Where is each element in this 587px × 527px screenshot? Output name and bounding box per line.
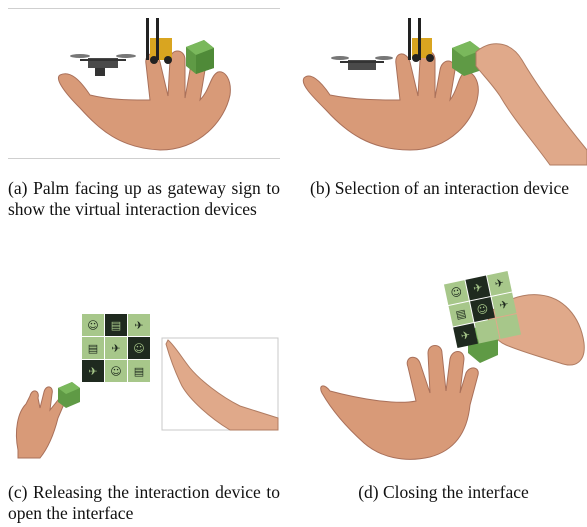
forklift-icon — [146, 18, 172, 64]
tile-monkey-icon[interactable]: ☺ — [82, 314, 104, 336]
selection-illustration — [302, 18, 587, 166]
release-illustration — [15, 337, 279, 459]
tile-monkey-icon[interactable]: ☺ — [105, 360, 127, 382]
panel-c: ☺ ▤ ✈ ▤ ✈ ☺ ✈ ☺ ▤ — [0, 300, 285, 465]
tile-drone-icon[interactable]: ✈ — [453, 323, 479, 349]
tile-drone-icon[interactable]: ✈ — [82, 360, 104, 382]
green-cube-icon — [186, 40, 214, 74]
tile-blank[interactable] — [474, 318, 500, 344]
drone-icon — [331, 56, 393, 70]
caption-c: (c) Releasing the interaction device to … — [8, 482, 280, 523]
panel-d: ☺ ✈ ✈ ▤ ☺ ✈ ✈ — [300, 265, 587, 465]
tile-drone-icon[interactable]: ✈ — [128, 314, 150, 336]
panel-a — [0, 0, 285, 165]
tile-document-icon[interactable]: ▤ — [128, 360, 150, 382]
tile-monkey-icon[interactable]: ☺ — [128, 337, 150, 359]
caption-b: (b) Selection of an interaction device — [310, 178, 569, 198]
palm-up-illustration — [57, 18, 231, 151]
interface-tile-grid: ☺ ✈ ✈ ▤ ☺ ✈ ✈ — [443, 270, 522, 349]
tile-blank[interactable] — [496, 313, 522, 339]
tile-drone-icon[interactable]: ✈ — [105, 337, 127, 359]
top-rule — [8, 8, 280, 9]
tile-document-icon[interactable]: ▤ — [105, 314, 127, 336]
forklift-icon — [408, 18, 434, 62]
caption-a: (a) Palm facing up as gateway sign to sh… — [8, 178, 280, 219]
caption-d: (d) Closing the interface — [358, 482, 529, 502]
interface-tile-grid: ☺ ▤ ✈ ▤ ✈ ☺ ✈ ☺ ▤ — [82, 314, 150, 382]
panel-b — [300, 0, 587, 166]
tile-document-icon[interactable]: ▤ — [82, 337, 104, 359]
bottom-rule — [8, 158, 280, 159]
green-cube-icon — [452, 41, 482, 76]
green-cube-icon — [58, 382, 80, 408]
drone-icon — [70, 54, 136, 76]
closing-illustration — [320, 294, 585, 460]
